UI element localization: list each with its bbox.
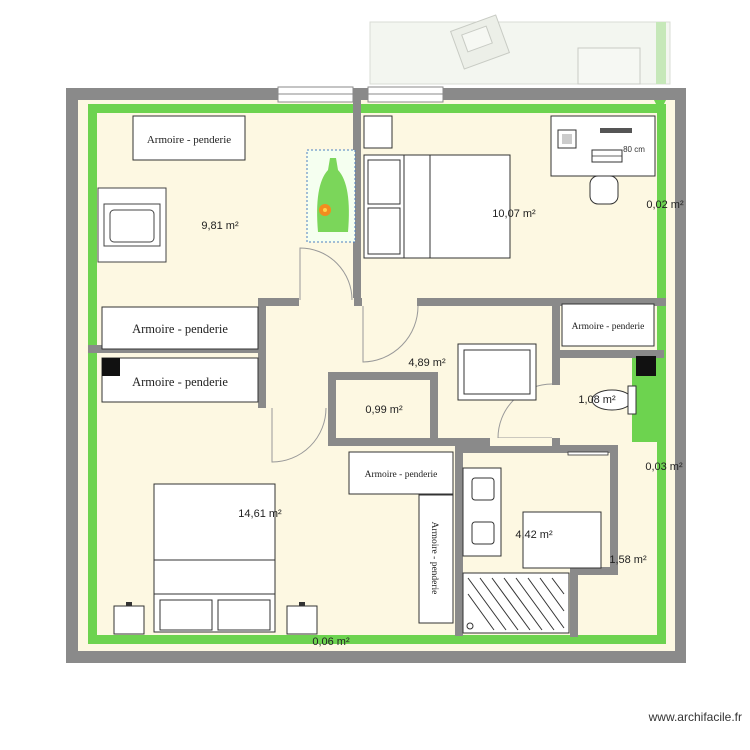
nightstand-top — [363, 115, 393, 149]
wardrobe-bottom-vertical: Armoire - penderie — [418, 494, 454, 624]
wardrobe-label-2: Armoire - penderie — [132, 322, 228, 336]
wardrobe-bottom-horizontal: Armoire - penderie — [348, 451, 454, 495]
shower — [462, 572, 570, 634]
area-wall-bottom: 0,06 m² — [312, 636, 350, 648]
desk-top-right: 80 cm — [550, 115, 656, 205]
wardrobe-left-lower: Armoire - penderie — [101, 357, 259, 403]
wardrobe-left-upper: Armoire - penderie — [101, 306, 259, 350]
double-bed-bottom — [113, 483, 318, 635]
baby-sleeping-bag — [306, 149, 356, 243]
wardrobe-label-1: Armoire - penderie — [147, 134, 231, 146]
wardrobe-label-5: Armoire - penderie — [365, 470, 438, 480]
area-labels: 9,81 m² 10,07 m² 0,02 m² 4,89 m² 0,99 m²… — [201, 199, 684, 648]
wardrobe-label-3: Armoire - penderie — [132, 375, 228, 389]
corridor-cabinet — [457, 343, 537, 401]
wardrobe-right: Armoire - penderie — [561, 303, 655, 347]
wardrobe-top-left: Armoire - penderie — [132, 115, 246, 161]
doors — [266, 247, 560, 463]
windows — [277, 86, 444, 103]
wardrobe-label-6: Armoire - penderie — [429, 522, 439, 595]
area-bathroom: 4,42 m² — [515, 529, 553, 541]
area-bedroom-bottom: 14,61 m² — [238, 508, 282, 520]
area-wc: 1,08 m² — [578, 394, 616, 406]
desk-dimension: 80 cm — [623, 145, 645, 154]
area-closet: 0,99 m² — [365, 404, 403, 416]
towel-rail — [567, 451, 609, 456]
area-wall-top-right: 0,02 m² — [646, 199, 684, 211]
terrace — [369, 14, 671, 85]
area-bedroom-top-left: 9,81 m² — [201, 220, 239, 232]
watermark: www.archifacile.fr — [648, 710, 742, 724]
wardrobe-label-4: Armoire - penderie — [572, 322, 645, 332]
desk-cabinet — [97, 187, 167, 263]
area-corridor: 4,89 m² — [408, 357, 446, 369]
area-right-strip: 1,58 m² — [609, 554, 647, 566]
shower-tray-small — [522, 511, 602, 569]
double-bed-top — [363, 154, 511, 259]
toilet — [591, 356, 656, 415]
area-wall-right: 0,03 m² — [645, 461, 683, 473]
double-sink — [462, 467, 502, 557]
area-bedroom-top-right: 10,07 m² — [492, 208, 536, 220]
